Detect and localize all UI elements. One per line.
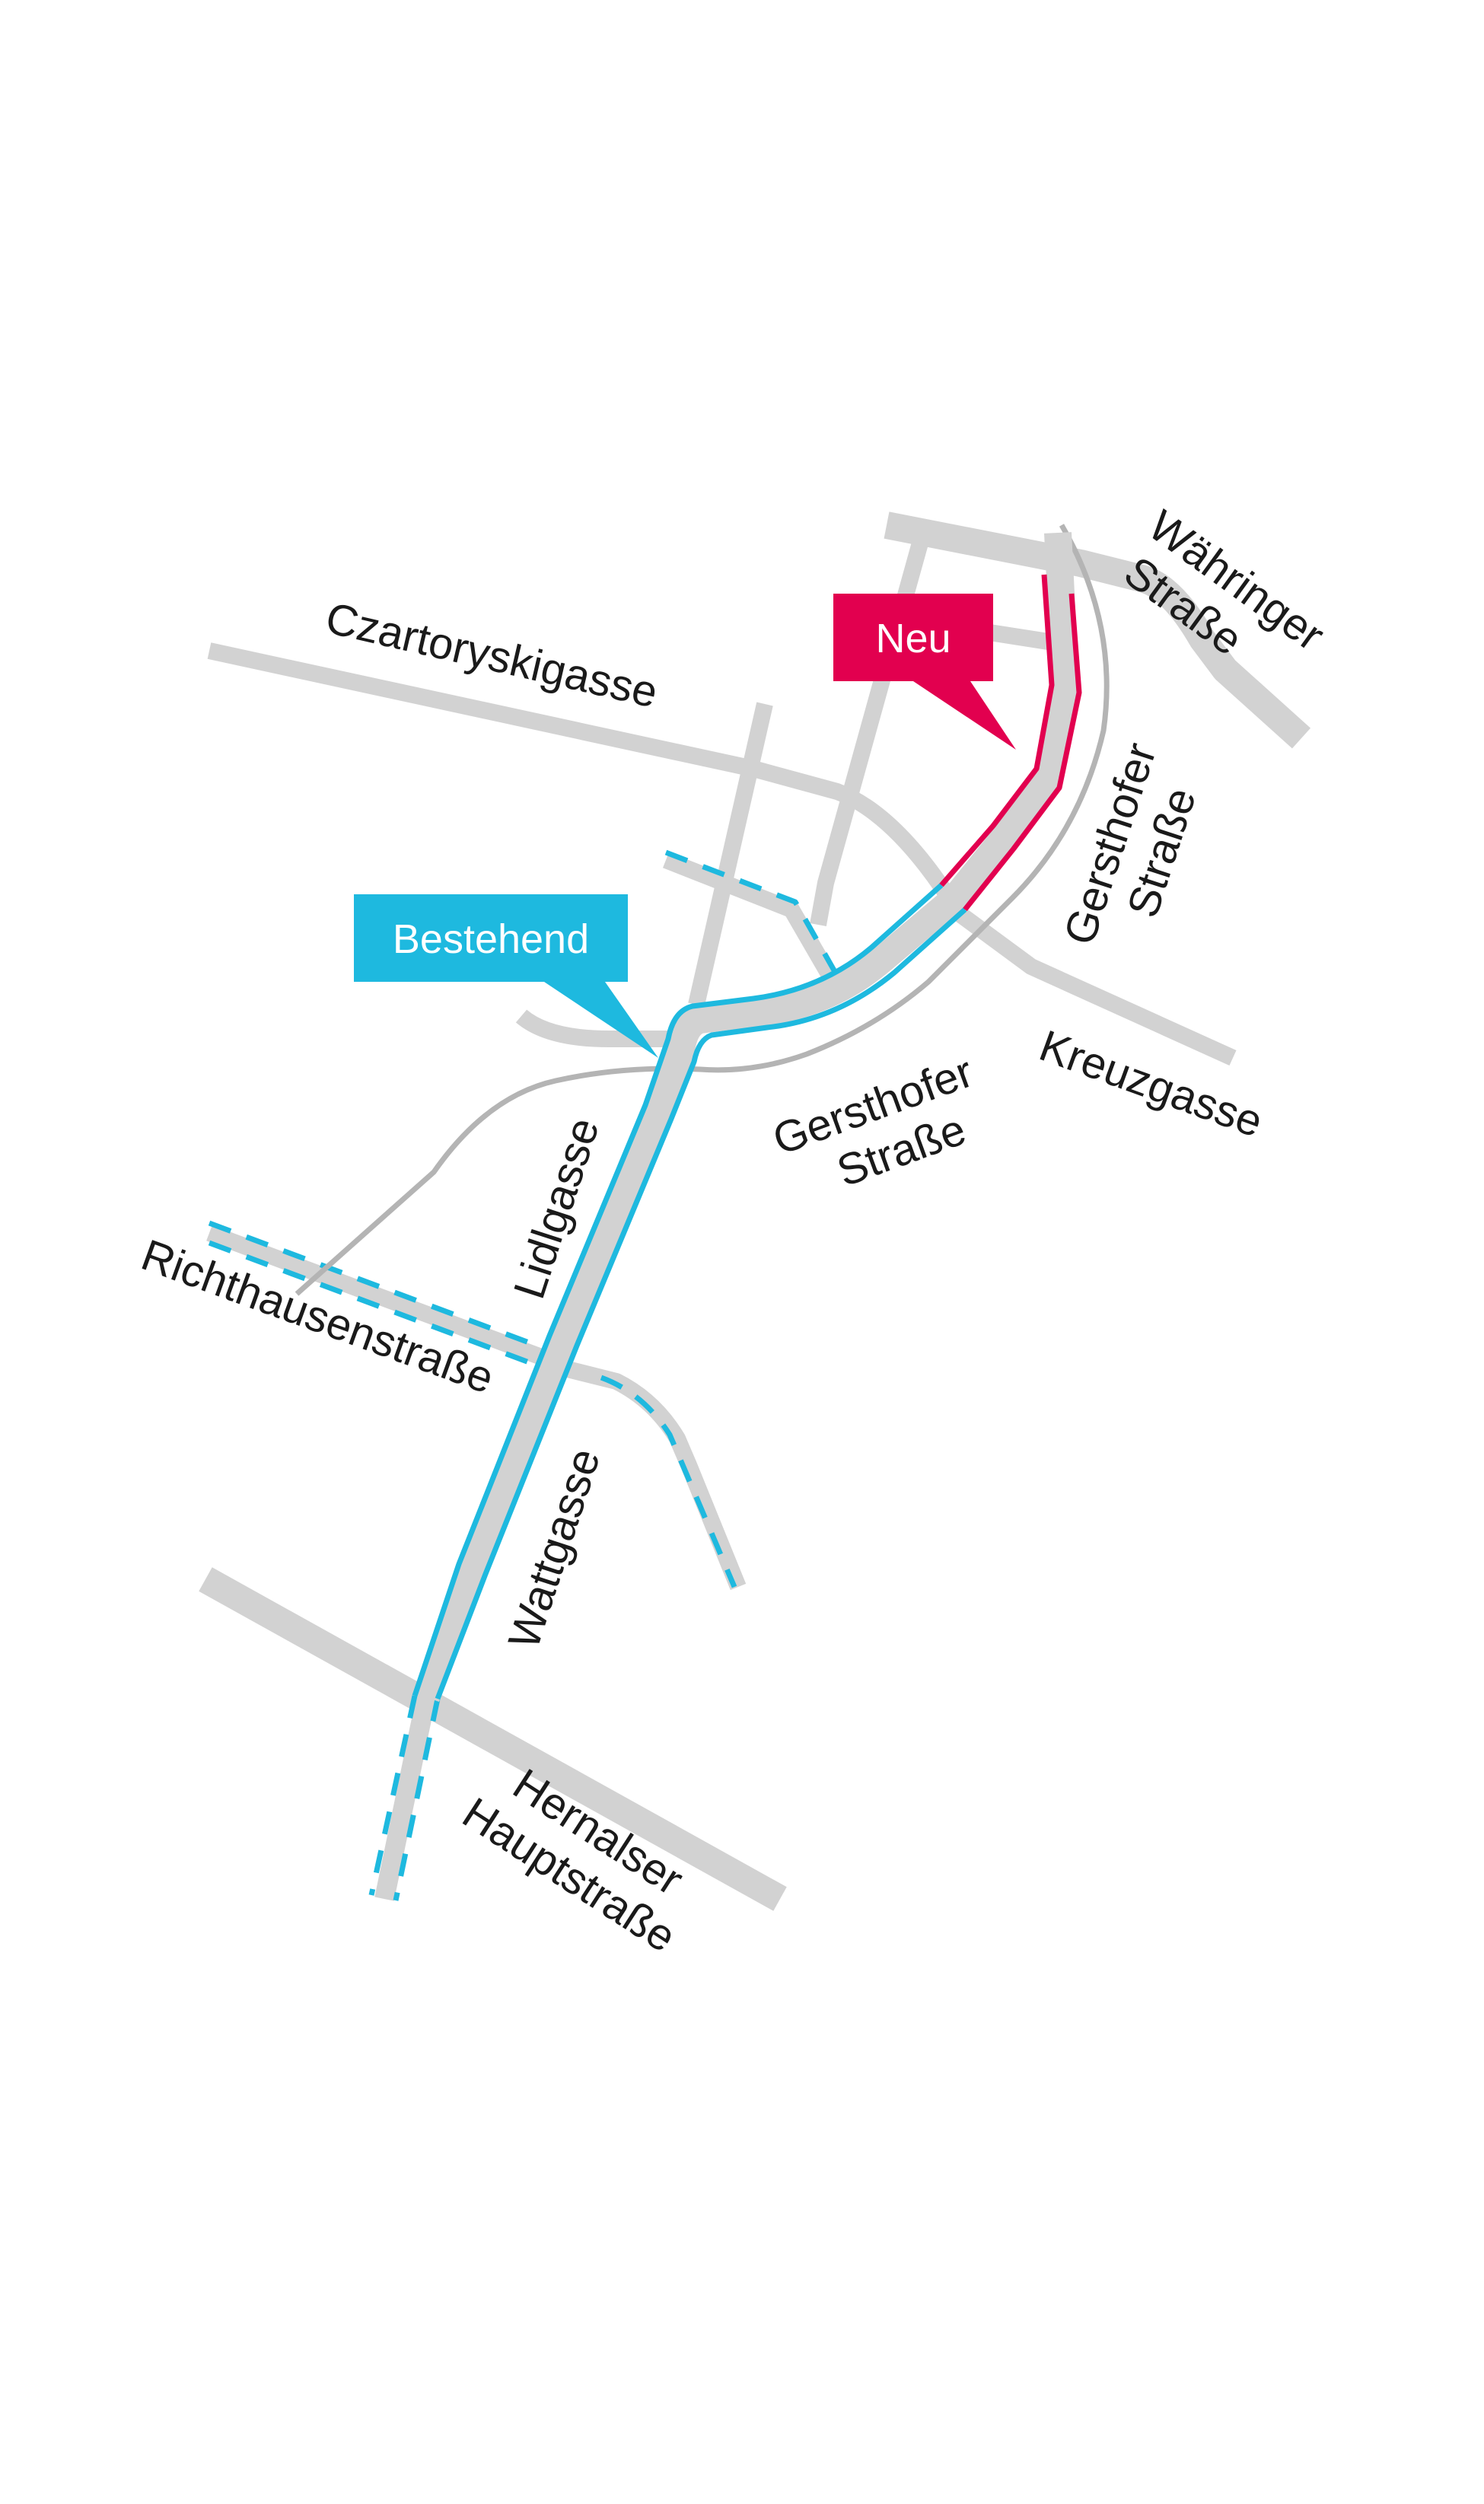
new-route-right-line: [963, 593, 1082, 912]
callout-existing: Bestehend: [354, 894, 658, 1058]
street-waehringer-strasse: [884, 511, 1311, 749]
label-kreuzgasse: Kreuzgasse: [1033, 1021, 1269, 1147]
route-corridor: [413, 532, 1079, 1702]
existing-route-left-line: [412, 883, 944, 1697]
street-north-south-centre: [688, 702, 773, 1007]
dashed-track-wattgasse-branch: [600, 1375, 737, 1588]
street-czartoryskigasse: [207, 642, 1237, 1066]
existing-route: [412, 883, 967, 1700]
dashed-tracks: [206, 849, 841, 1901]
label-czartoryskigasse: Czartoryskigasse: [321, 593, 662, 717]
callout-existing-label: Bestehend: [393, 916, 589, 962]
callout-new-label: Neu: [875, 616, 951, 661]
dashed-track-upper: [664, 849, 840, 977]
new-route: [939, 574, 1082, 912]
street-west-stub: [515, 1009, 685, 1047]
new-route-left-line: [939, 574, 1055, 887]
dashed-track-south-a: [368, 1695, 418, 1896]
dashed-track-upper-base: [662, 852, 841, 986]
street-network: [199, 511, 1311, 1911]
callout-new: Neu: [833, 594, 1016, 750]
tram-track-thin: [295, 524, 1110, 1296]
street-hernalser-hauptstrasse: [199, 1567, 787, 1911]
dashed-track-richthausen-base: [206, 1225, 559, 1371]
street-labels: Währinger Straße Czartoryskigasse Gersth…: [135, 501, 1333, 1962]
dashed-track-south-b: [393, 1698, 441, 1901]
callout-new-shape: [833, 594, 1016, 750]
existing-route-right-line: [435, 907, 967, 1700]
dashed-track-south-base: [374, 1695, 436, 1901]
callout-existing-shape: [354, 894, 658, 1058]
dashed-track-richthausen-b: [208, 1240, 557, 1375]
dashed-track-richthausen-a: [208, 1220, 557, 1356]
